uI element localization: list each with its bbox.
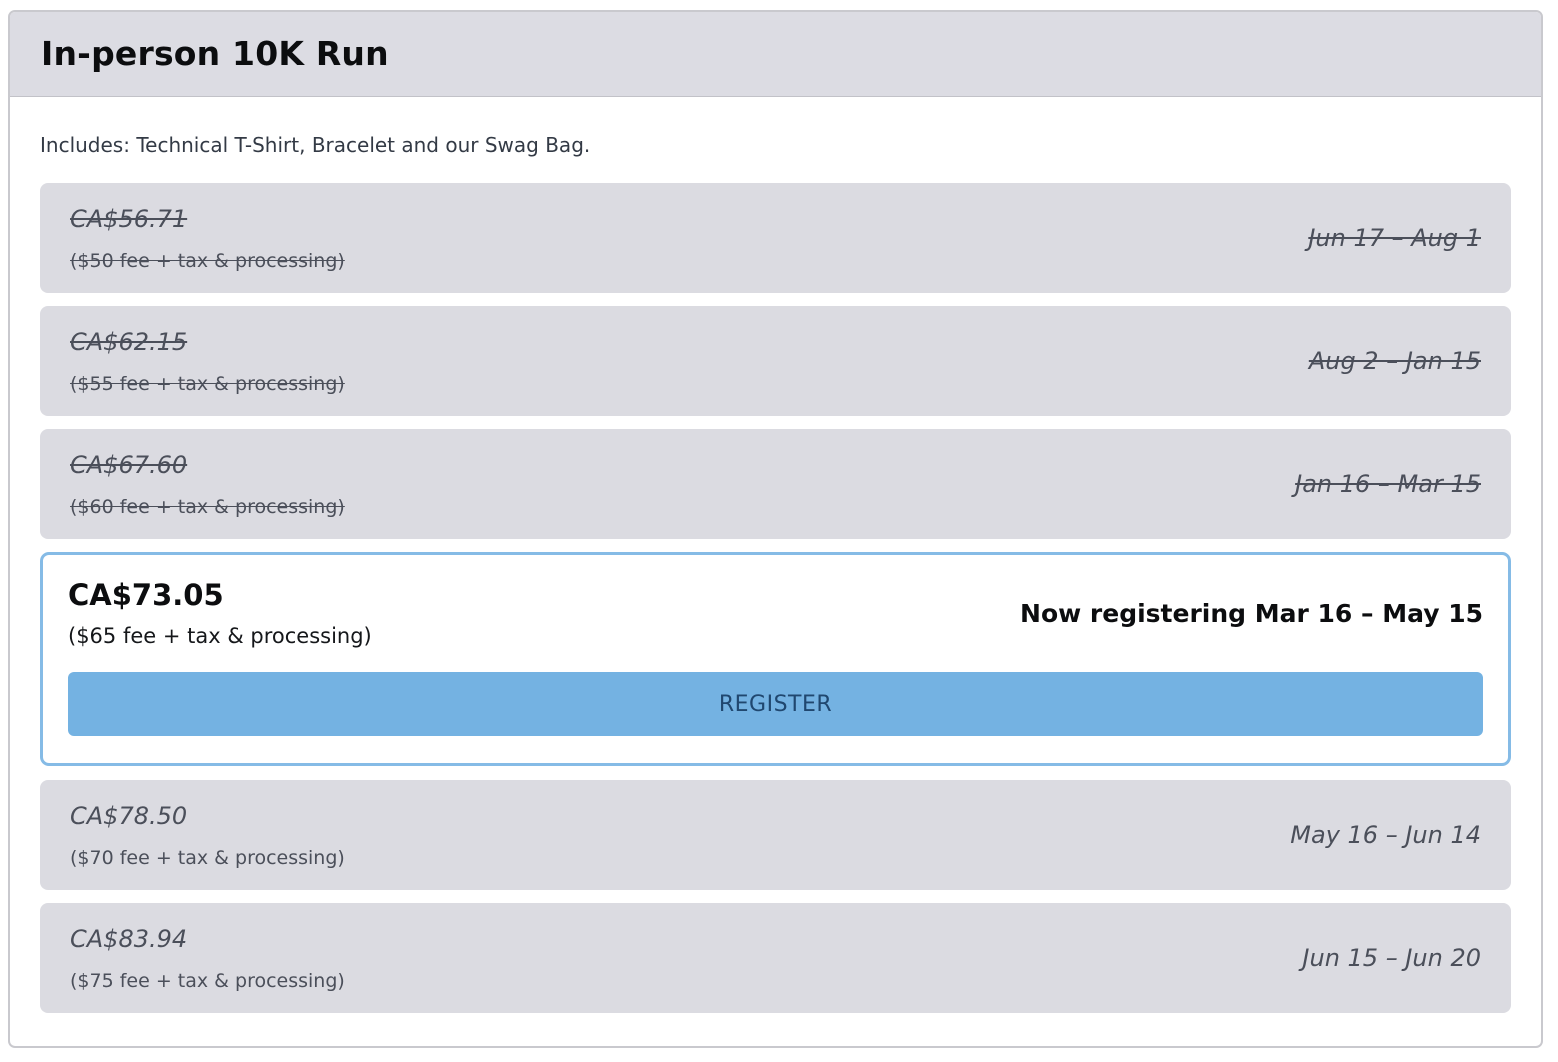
tier-date-range: Jun 17 – Aug 1	[1308, 224, 1481, 252]
tier-date-range: Jan 16 – Mar 15	[1295, 470, 1481, 498]
tier-price-block: CA$56.71 ($50 fee + tax & processing)	[70, 205, 345, 272]
tier-date-range: May 16 – Jun 14	[1290, 821, 1481, 849]
tier-price: CA$83.94	[70, 924, 188, 953]
register-button[interactable]: REGISTER	[68, 672, 1483, 736]
tier-price-block: CA$62.15 ($55 fee + tax & processing)	[70, 328, 345, 395]
active-tier-info: CA$73.05 ($65 fee + tax & processing) No…	[68, 578, 1483, 648]
pricing-tier-row-expired-3: CA$67.60 ($60 fee + tax & processing) Ja…	[40, 429, 1511, 539]
card-body: Includes: Technical T-Shirt, Bracelet an…	[10, 97, 1541, 1013]
card-header: In-person 10K Run	[10, 12, 1541, 97]
pricing-tier-row-expired-2: CA$62.15 ($55 fee + tax & processing) Au…	[40, 306, 1511, 416]
tier-price-block: CA$67.60 ($60 fee + tax & processing)	[70, 451, 345, 518]
tier-date-range: Jun 15 – Jun 20	[1302, 944, 1481, 972]
pricing-tier-row-upcoming-1: CA$78.50 ($70 fee + tax & processing) Ma…	[40, 780, 1511, 890]
active-tier-price: CA$73.05	[68, 578, 224, 612]
active-tier-fee: ($65 fee + tax & processing)	[68, 624, 372, 648]
pricing-tier-row-upcoming-2: CA$83.94 ($75 fee + tax & processing) Ju…	[40, 903, 1511, 1013]
tier-price: CA$62.15	[70, 327, 188, 356]
tier-price-block: CA$73.05 ($65 fee + tax & processing)	[68, 578, 372, 648]
tier-fee: ($55 fee + tax & processing)	[70, 372, 345, 395]
tier-price-block: CA$78.50 ($70 fee + tax & processing)	[70, 802, 345, 869]
event-pricing-card: In-person 10K Run Includes: Technical T-…	[8, 10, 1543, 1048]
pricing-tier-row-active: CA$73.05 ($65 fee + tax & processing) No…	[40, 552, 1511, 766]
tier-fee: ($75 fee + tax & processing)	[70, 969, 345, 992]
event-title: In-person 10K Run	[41, 34, 389, 73]
includes-text: Includes: Technical T-Shirt, Bracelet an…	[40, 133, 591, 157]
tier-date-range: Aug 2 – Jan 15	[1308, 347, 1481, 375]
pricing-tier-row-expired-1: CA$56.71 ($50 fee + tax & processing) Ju…	[40, 183, 1511, 293]
tier-fee: ($70 fee + tax & processing)	[70, 846, 345, 869]
tier-fee: ($60 fee + tax & processing)	[70, 495, 345, 518]
tier-price: CA$67.60	[70, 450, 188, 479]
tier-fee: ($50 fee + tax & processing)	[70, 249, 345, 272]
tier-price: CA$56.71	[70, 204, 188, 233]
now-registering-date-range: Now registering Mar 16 – May 15	[1020, 598, 1483, 628]
tier-price-block: CA$83.94 ($75 fee + tax & processing)	[70, 925, 345, 992]
tier-price: CA$78.50	[70, 801, 188, 830]
